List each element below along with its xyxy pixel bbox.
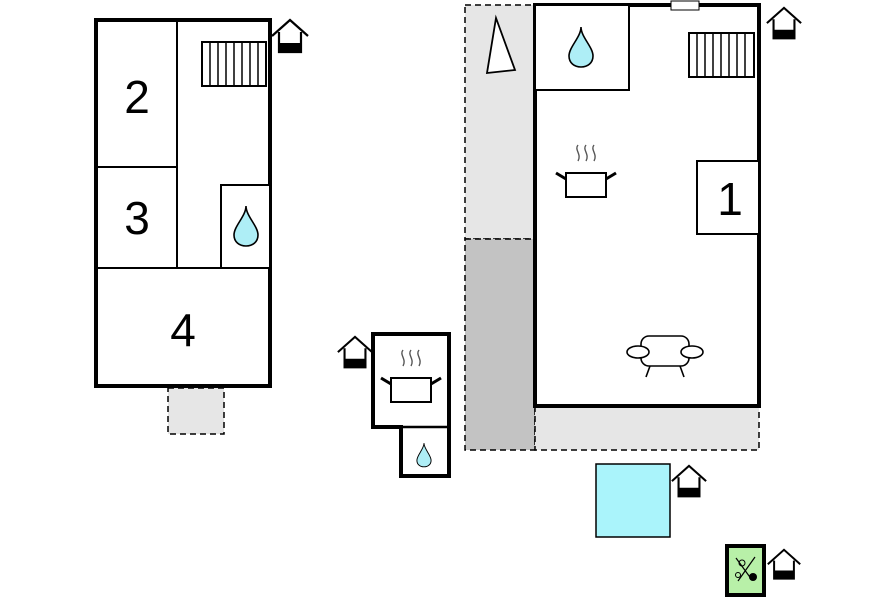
sofa-icon <box>626 335 704 378</box>
stairs-icon <box>688 32 755 78</box>
billiard-icon <box>735 556 757 582</box>
house-marker-icon <box>670 464 708 498</box>
room-label-3: 3 <box>124 192 150 244</box>
left-entrance-step <box>167 387 225 435</box>
stairs-icon <box>201 41 267 87</box>
room-label-1: 1 <box>717 173 743 225</box>
left-building: 2 3 4 <box>94 18 310 435</box>
pool-area <box>595 463 708 538</box>
middle-building <box>336 332 451 478</box>
room-1 <box>696 160 760 235</box>
pool <box>595 463 671 538</box>
house-marker-icon <box>765 6 803 40</box>
room-label-4: 4 <box>170 304 196 356</box>
main-building: 1 <box>464 0 803 451</box>
game-area <box>725 544 802 597</box>
window <box>670 0 700 11</box>
house-marker-icon <box>766 548 802 580</box>
house-marker-icon <box>270 18 310 54</box>
room-label-2: 2 <box>124 71 150 123</box>
terrace-covered <box>464 238 536 451</box>
terrace-bottom <box>534 405 760 451</box>
middle-building-outline <box>371 332 451 478</box>
house-marker-icon <box>336 335 374 369</box>
parasol-icon <box>485 14 517 75</box>
